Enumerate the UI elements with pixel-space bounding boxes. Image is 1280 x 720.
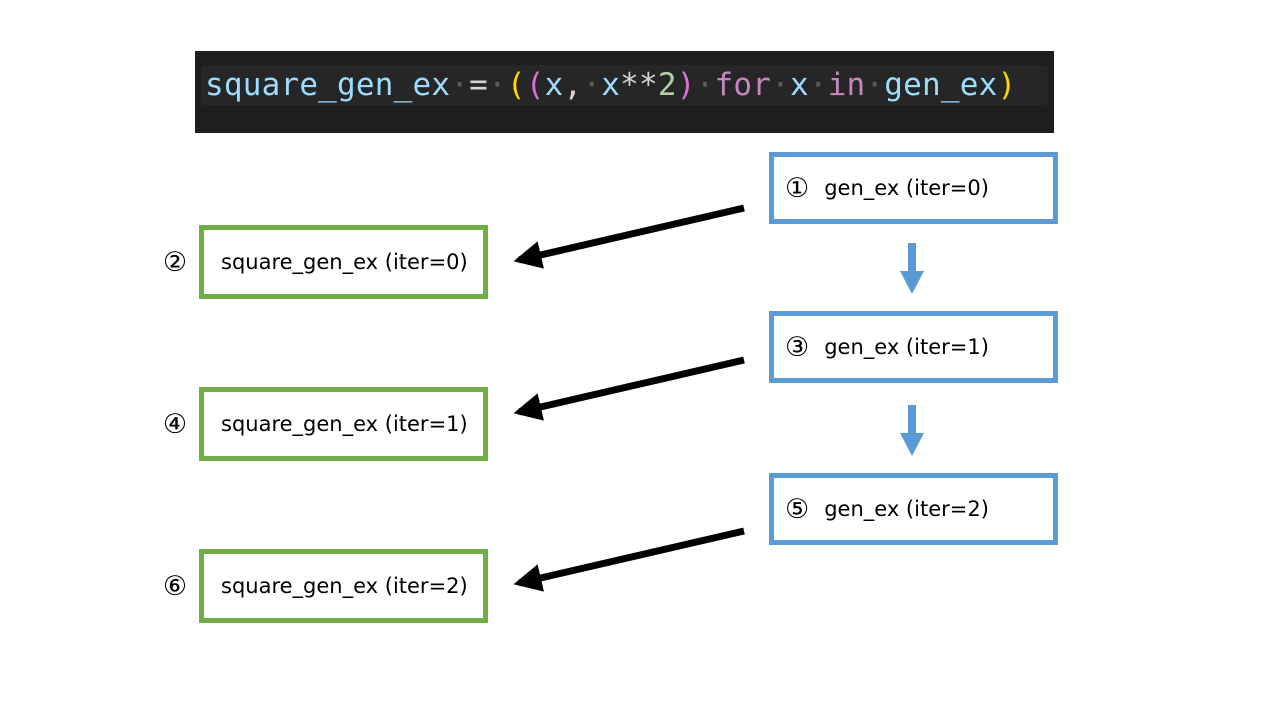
cross-arrow-1: [513, 204, 745, 269]
code-token: ·: [450, 67, 470, 103]
code-token: ,: [563, 67, 583, 103]
code-token: square_gen_ex: [205, 67, 451, 103]
cross-arrow-3: [513, 527, 745, 592]
source-node-iter-0: ① gen_ex (iter=0): [769, 152, 1058, 224]
code-token: ·: [487, 67, 507, 103]
code-token: =: [469, 67, 488, 103]
step-number-4: ④: [162, 409, 188, 440]
code-token: ·: [771, 67, 790, 103]
code-line: square_gen_ex·=·((x,·x**2)·for·x·in·gen_…: [201, 65, 1048, 105]
result-node-label: square_gen_ex (iter=0): [221, 250, 468, 274]
code-token: ·: [808, 67, 828, 103]
source-node-iter-1: ③ gen_ex (iter=1): [769, 311, 1058, 383]
result-node-label: square_gen_ex (iter=2): [221, 574, 468, 598]
source-node-label: gen_ex (iter=0): [824, 176, 989, 200]
code-token: (: [525, 67, 545, 103]
code-token: ·: [695, 67, 715, 103]
result-node-label: square_gen_ex (iter=1): [221, 412, 468, 436]
result-node-iter-0: square_gen_ex (iter=0): [199, 225, 488, 299]
code-token: gen_ex: [884, 67, 998, 103]
source-node-label: gen_ex (iter=2): [824, 497, 989, 521]
code-token: **: [620, 67, 658, 103]
result-node-iter-2: square_gen_ex (iter=2): [199, 549, 488, 623]
step-number-6: ⑥: [162, 571, 188, 602]
code-token: in: [827, 67, 866, 103]
step-number-2: ②: [162, 247, 188, 278]
code-token: x: [544, 67, 564, 103]
step-number-5: ⑤: [785, 493, 810, 525]
source-node-iter-2: ⑤ gen_ex (iter=2): [769, 473, 1058, 545]
step-number-3: ③: [785, 331, 810, 363]
code-token: for: [714, 67, 772, 103]
code-token: ·: [865, 67, 885, 103]
cross-arrow-2: [513, 356, 745, 421]
code-token: (: [506, 67, 526, 103]
code-token: x: [789, 67, 809, 103]
code-token: 2: [657, 67, 677, 103]
source-node-label: gen_ex (iter=1): [824, 335, 989, 359]
down-arrow-2: [900, 405, 924, 456]
result-node-iter-1: square_gen_ex (iter=1): [199, 387, 488, 461]
code-banner: square_gen_ex·=·((x,·x**2)·for·x·in·gen_…: [195, 51, 1054, 133]
code-token: ·: [582, 67, 602, 103]
down-arrow-1: [900, 243, 924, 294]
code-token: ): [997, 67, 1017, 103]
step-number-1: ①: [785, 172, 810, 204]
code-token: x: [601, 67, 621, 103]
code-token: ): [676, 67, 696, 103]
